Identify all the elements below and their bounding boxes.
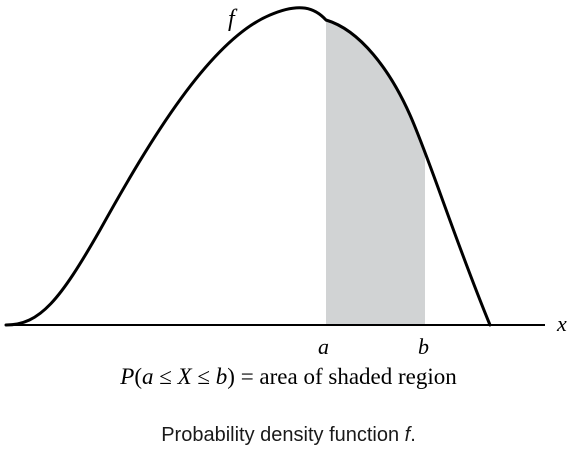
formula-p: P <box>120 364 135 389</box>
bound-b-label: b <box>418 334 429 359</box>
figure-caption: Probability density function f. <box>0 424 577 447</box>
probability-formula: P(a ≤ X ≤ b) = area of shaded region <box>0 364 577 390</box>
bound-a-label: a <box>318 334 329 359</box>
formula-leq-2: ≤ <box>191 364 216 389</box>
caption-symbol: f <box>404 424 411 446</box>
formula-open: ( <box>134 364 142 389</box>
formula-leq-1: ≤ <box>153 364 178 389</box>
caption-text: Probability density function <box>161 424 405 446</box>
density-curve <box>4 6 492 327</box>
formula-a: a <box>141 364 154 389</box>
formula-X: X <box>177 364 192 389</box>
shaded-region <box>326 20 425 325</box>
caption-period: . <box>410 424 416 446</box>
x-axis-label: x <box>556 311 567 336</box>
curve-label-f: f <box>228 6 238 32</box>
formula-rest: ) = area of shaded region <box>227 364 457 389</box>
formula-b: b <box>215 364 228 389</box>
